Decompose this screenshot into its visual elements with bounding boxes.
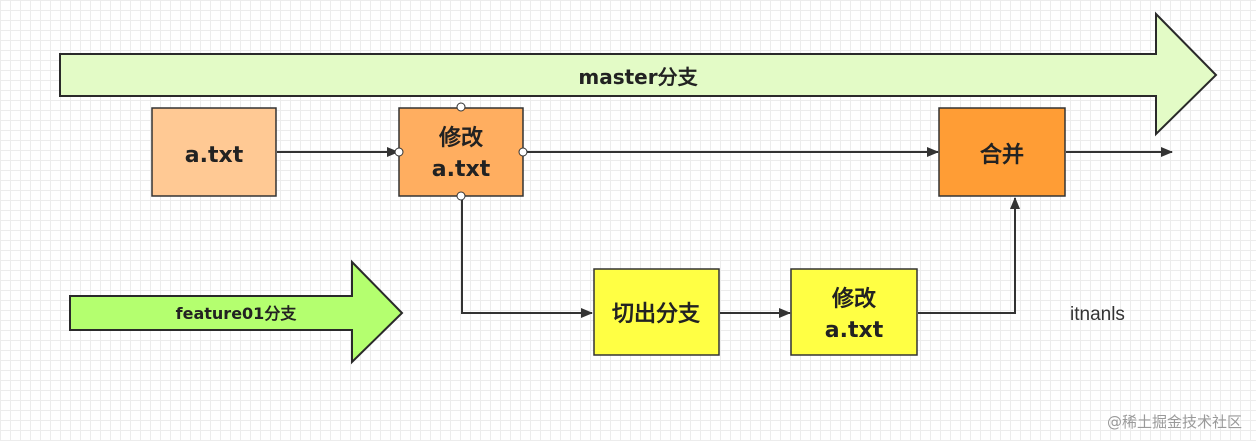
node-a-txt: a.txt — [151, 107, 277, 197]
master-branch-arrow: master分支 — [59, 11, 1218, 137]
master-branch-label: master分支 — [578, 65, 698, 89]
node-modify-feature-line1: 修改 — [831, 286, 877, 312]
node-modify-master-line1: 修改 — [438, 125, 484, 151]
node-merge: 合并 — [938, 107, 1066, 197]
node-modify-feature: 修改 a.txt — [790, 268, 918, 356]
connector-modify-to-branch-out — [461, 196, 593, 318]
connection-point — [394, 147, 404, 157]
connector-feature-modify-to-merge — [918, 197, 1020, 314]
connectors — [277, 147, 1173, 318]
feature-branch-label: feature01分支 — [176, 304, 298, 323]
node-merge-label: 合并 — [980, 142, 1024, 168]
feature-branch-arrow: feature01分支 — [69, 259, 404, 365]
connection-point — [456, 191, 466, 201]
connection-point — [456, 102, 466, 112]
node-branch-out: 切出分支 — [593, 268, 720, 356]
connection-point — [518, 147, 528, 157]
node-modify-master: 修改 a.txt — [394, 102, 528, 201]
annotation-text: itnanls — [1070, 304, 1125, 325]
node-modify-feature-line2: a.txt — [825, 318, 884, 343]
node-modify-master-line2: a.txt — [432, 157, 491, 182]
node-a-txt-label: a.txt — [185, 143, 244, 168]
node-branch-out-label: 切出分支 — [612, 302, 701, 327]
watermark: @稀土掘金技术社区 — [1106, 413, 1242, 431]
